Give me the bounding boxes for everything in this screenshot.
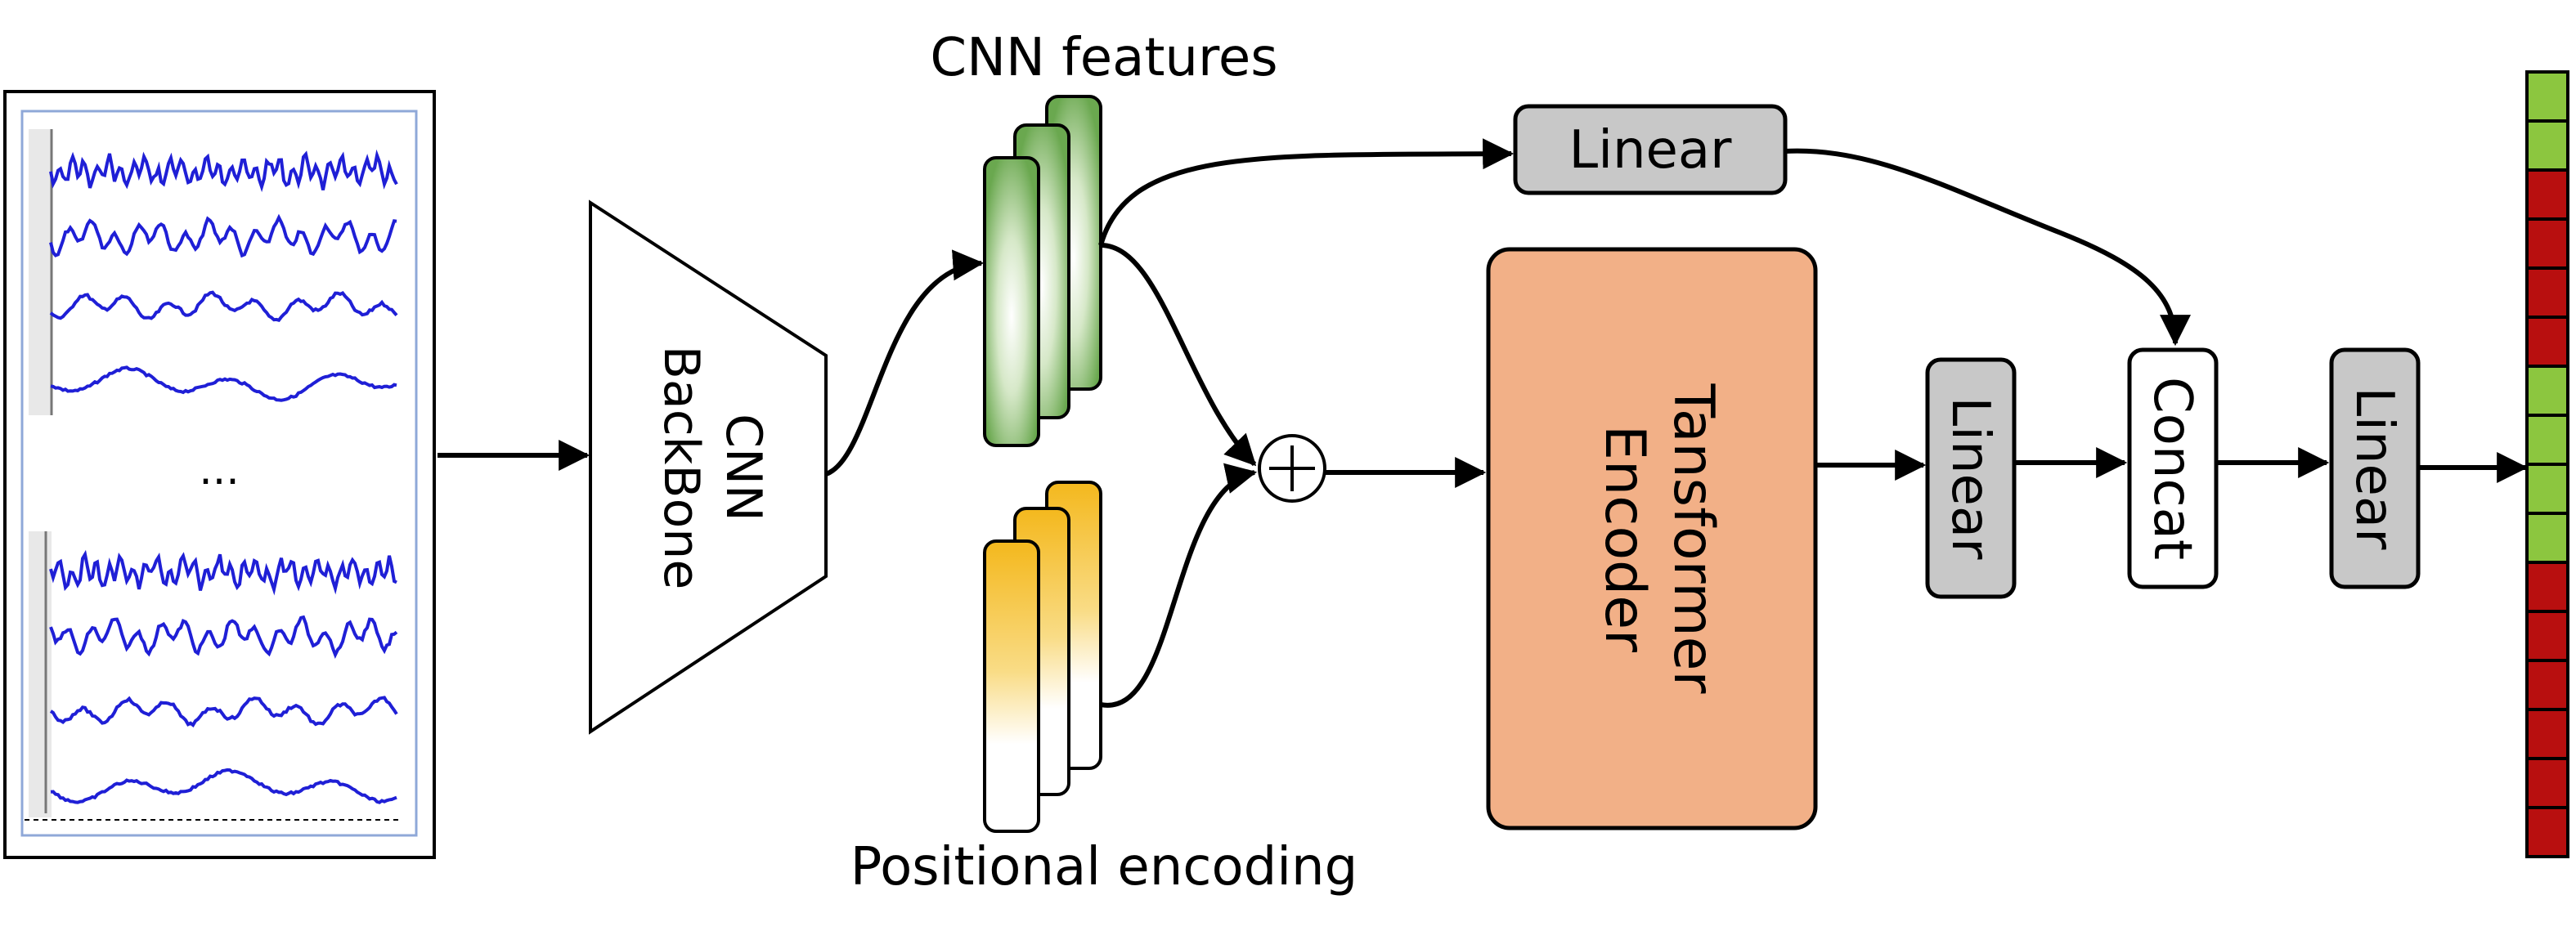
eeg-signal-traces — [49, 149, 398, 804]
output-cell-green — [2525, 463, 2569, 515]
encoder-label-line2: Encoder — [1592, 425, 1657, 652]
output-cell-red — [2525, 316, 2569, 368]
scrollbar-track-bottom — [29, 531, 52, 817]
eeg-trace — [49, 615, 398, 660]
arrow-linear-top-to-concat — [1784, 148, 2191, 347]
linear-top-label: Linear — [1569, 120, 1733, 181]
eeg-trace — [49, 549, 397, 596]
linear-out-label: Linear — [2344, 387, 2404, 551]
arrow-positional-to-sum — [1100, 463, 1258, 708]
linear-top-block: Linear — [1513, 104, 1788, 195]
output-cell-green — [2525, 70, 2569, 123]
linear-mid-label: Linear — [1940, 397, 2000, 561]
eeg-trace — [49, 290, 398, 322]
output-cell-red — [2525, 708, 2569, 760]
output-cell-green — [2525, 365, 2569, 417]
transformer-encoder-block: Tansformer Encoder — [1486, 247, 1818, 830]
linear-out-block: Linear — [2329, 347, 2421, 589]
concat-label: Concat — [2142, 377, 2202, 560]
output-prediction-bar — [2525, 70, 2569, 858]
cnn-features-label: CNN features — [930, 28, 1277, 88]
output-cell-red — [2525, 168, 2569, 221]
arrow-features-to-sum — [1100, 243, 1257, 467]
eeg-trace — [49, 149, 398, 193]
output-cell-red — [2525, 806, 2569, 858]
output-cell-red — [2525, 610, 2569, 662]
eeg-trace — [50, 365, 397, 402]
output-cell-red — [2525, 561, 2569, 613]
backbone-label-line1: CNN — [715, 414, 772, 521]
encoder-label-line1: Tansformer — [1661, 383, 1726, 694]
eeg-trace — [49, 213, 397, 258]
positional-encoding-stack: Positional encoding — [850, 481, 1358, 897]
output-cell-red — [2525, 757, 2569, 809]
signal-ellipsis: ... — [199, 445, 240, 495]
sum-node — [1258, 434, 1326, 503]
cnn-backbone-block: CNN BackBone — [589, 199, 828, 735]
output-cell-red — [2525, 217, 2569, 270]
input-signal-panel: ... — [3, 90, 436, 859]
linear-mid-block: Linear — [1925, 357, 2017, 599]
positional-encoding-label: Positional encoding — [850, 837, 1358, 897]
output-cell-red — [2525, 659, 2569, 711]
output-cell-green — [2525, 414, 2569, 466]
arrow-features-to-linear-top — [1098, 138, 1515, 246]
eeg-trace — [50, 768, 397, 804]
scrollbar-track-top — [29, 129, 52, 415]
output-cell-green — [2525, 119, 2569, 172]
eeg-trace — [49, 696, 398, 727]
output-cell-green — [2525, 512, 2569, 564]
arrow-backbone-to-features — [824, 249, 985, 477]
backbone-label-line2: BackBone — [653, 346, 710, 589]
output-cell-red — [2525, 266, 2569, 319]
concat-block: Concat — [2127, 347, 2219, 589]
